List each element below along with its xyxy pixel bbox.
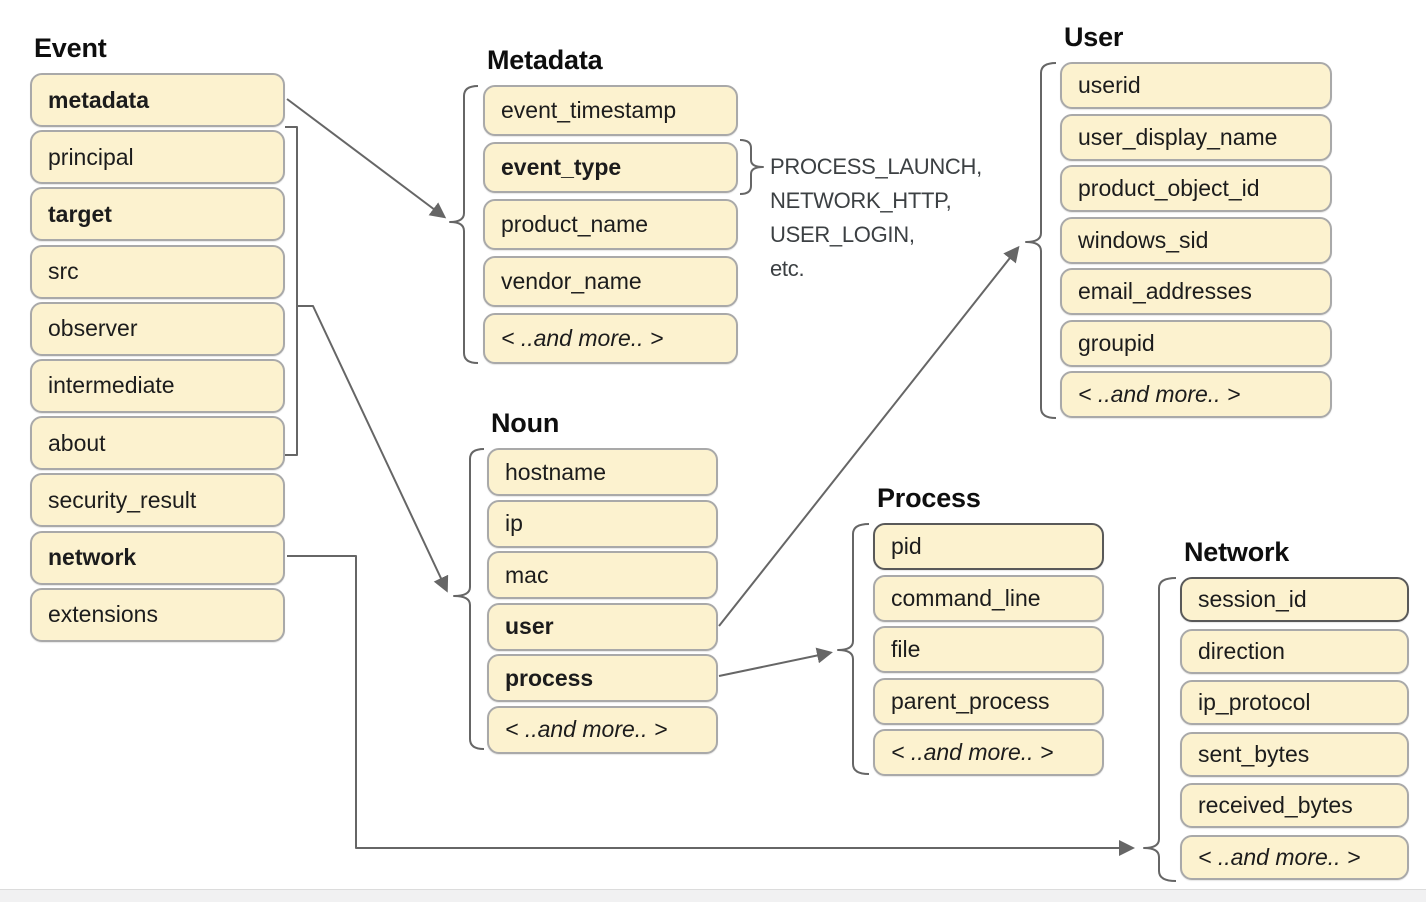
field-box-hostname: hostname [487, 448, 718, 496]
event-noun-fields-bracket [285, 126, 298, 456]
field-box-event-type: event_type [483, 142, 738, 193]
field-box-and-more: < ..and more.. > [487, 705, 718, 754]
field-box-metadata: metadata [30, 73, 285, 127]
field-box-received-bytes: received_bytes [1180, 783, 1409, 829]
field-box-product-name: product_name [483, 199, 738, 250]
field-box-vendor-name: vendor_name [483, 256, 738, 307]
metadata-arrow [286, 98, 447, 219]
field-box-product-object-id: product_object_id [1060, 165, 1332, 212]
field-box-security-result: security_result [30, 473, 285, 528]
group-title-process: Process [877, 483, 981, 513]
group-title-network: Network [1184, 537, 1290, 567]
group-title-metadata: Metadata [487, 45, 603, 75]
field-box-command-line: command_line [873, 574, 1104, 622]
field-box-and-more: < ..and more.. > [1060, 371, 1332, 418]
field-box-session-id: session_id [1180, 577, 1409, 622]
field-box-observer: observer [30, 301, 285, 356]
field-box-file: file [873, 626, 1104, 673]
field-box-and-more: < ..and more.. > [483, 313, 738, 364]
group-title-event: Event [34, 33, 107, 63]
field-box-parent-process: parent_process [873, 677, 1104, 725]
field-box-about: about [30, 416, 285, 471]
field-box-target: target [30, 187, 285, 242]
event-type-values-annotation: PROCESS_LAUNCH, NETWORK_HTTP, USER_LOGIN… [770, 154, 982, 281]
field-box-process: process [487, 654, 718, 702]
field-box-ip: ip [487, 499, 718, 548]
process-brace [837, 523, 870, 775]
field-box-windows-sid: windows_sid [1060, 216, 1332, 264]
user-brace [1025, 62, 1057, 419]
field-box-userid: userid [1060, 62, 1332, 109]
metadata-brace [449, 85, 479, 364]
noun-arrow [297, 305, 449, 593]
field-box-intermediate: intermediate [30, 358, 285, 413]
group-title-noun: Noun [491, 408, 560, 438]
field-box-direction: direction [1180, 628, 1409, 674]
field-box-mac: mac [487, 551, 718, 599]
field-box-groupid: groupid [1060, 319, 1332, 367]
field-box-pid: pid [873, 523, 1104, 570]
group-title-user: User [1064, 22, 1124, 52]
field-box-and-more: < ..and more.. > [873, 729, 1104, 776]
noun-brace [453, 448, 485, 750]
field-box-and-more: < ..and more.. > [1180, 834, 1409, 880]
group-boxes-network: session_id direction ip_protocol sent_bytes… [1180, 577, 1409, 887]
field-box-src: src [30, 244, 285, 299]
field-box-network: network [30, 530, 285, 585]
field-box-principal: principal [30, 130, 285, 185]
process-arrow [718, 647, 833, 677]
field-box-ip-protocol: ip_protocol [1180, 680, 1409, 726]
field-box-extensions: extensions [30, 587, 285, 642]
event-type-brace [739, 139, 764, 195]
field-box-user: user [487, 602, 718, 651]
bottom-divider [0, 889, 1426, 902]
field-box-email-addresses: email_addresses [1060, 268, 1332, 315]
field-box-user-display-name: user_display_name [1060, 113, 1332, 161]
network-brace [1143, 577, 1177, 882]
field-box-event-timestamp: event_timestamp [483, 85, 738, 136]
field-box-sent-bytes: sent_bytes [1180, 731, 1409, 777]
